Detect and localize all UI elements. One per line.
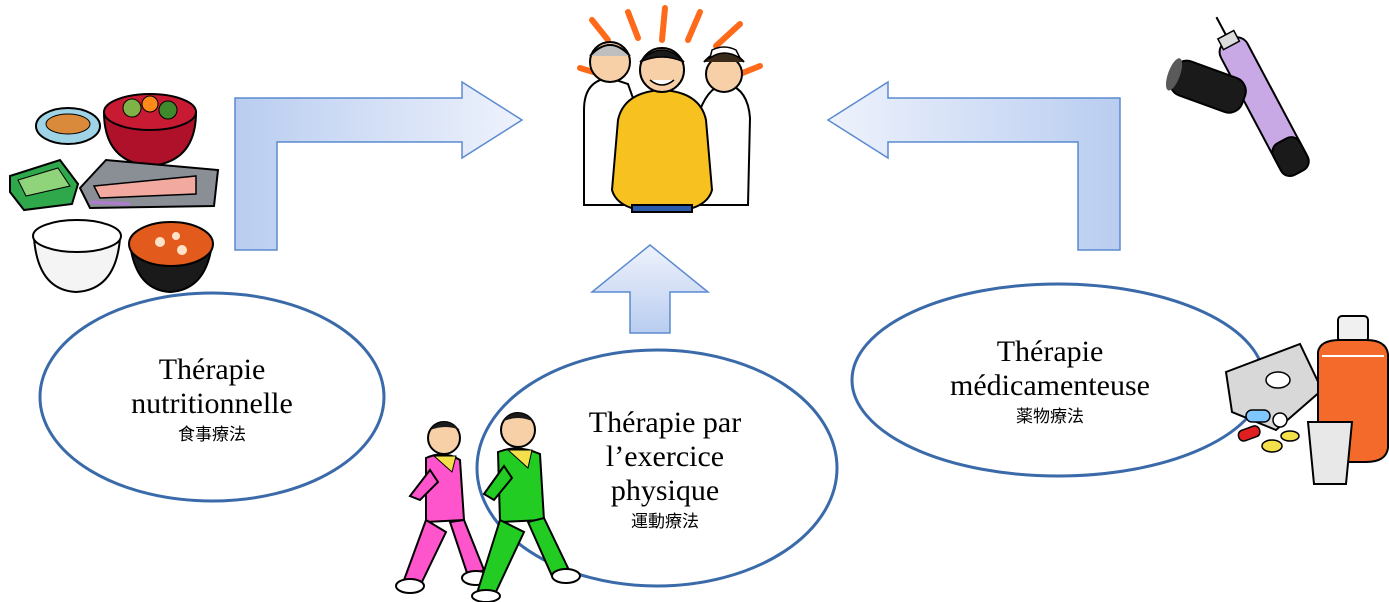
exercise-title-line3: physique: [610, 474, 720, 507]
arrow-from-exercise: [589, 244, 711, 334]
arrow-from-medication: [826, 80, 1121, 251]
medication-japanese-label: 薬物療法: [1016, 407, 1084, 427]
exercise-title-line2: l’exercice: [605, 440, 725, 473]
nutrition-title-line2: nutritionnelle: [131, 387, 293, 420]
medication-title-line2: médicamenteuse: [950, 369, 1150, 402]
exercise-ellipse: [475, 348, 839, 588]
nutrition-japanese-label: 食事療法: [178, 425, 246, 445]
meal-illustration-icon: [9, 93, 220, 294]
nutrition-ellipse: [38, 291, 386, 503]
nutrition-therapy-label: Thérapie nutritionnelle 食事療法: [62, 335, 362, 465]
nutrition-title-line1: Thérapie: [158, 353, 266, 386]
medicine-bottle-and-pills-icon: [1224, 315, 1389, 485]
patient-with-doctor-and-nurse-icon: [577, 5, 763, 214]
medication-therapy-label: Thérapie médicamenteuse 薬物療法: [900, 322, 1200, 442]
arrow-from-nutrition: [234, 80, 524, 251]
joggers-icon: [395, 412, 581, 602]
insulin-pen-icon: [1165, 16, 1310, 178]
exercise-japanese-label: 運動療法: [631, 512, 699, 532]
exercise-therapy-label: Thérapie par l’exercice physique 運動療法: [520, 385, 810, 555]
medication-title-line1: Thérapie: [996, 335, 1104, 368]
exercise-title-line1: Thérapie par: [588, 406, 742, 439]
